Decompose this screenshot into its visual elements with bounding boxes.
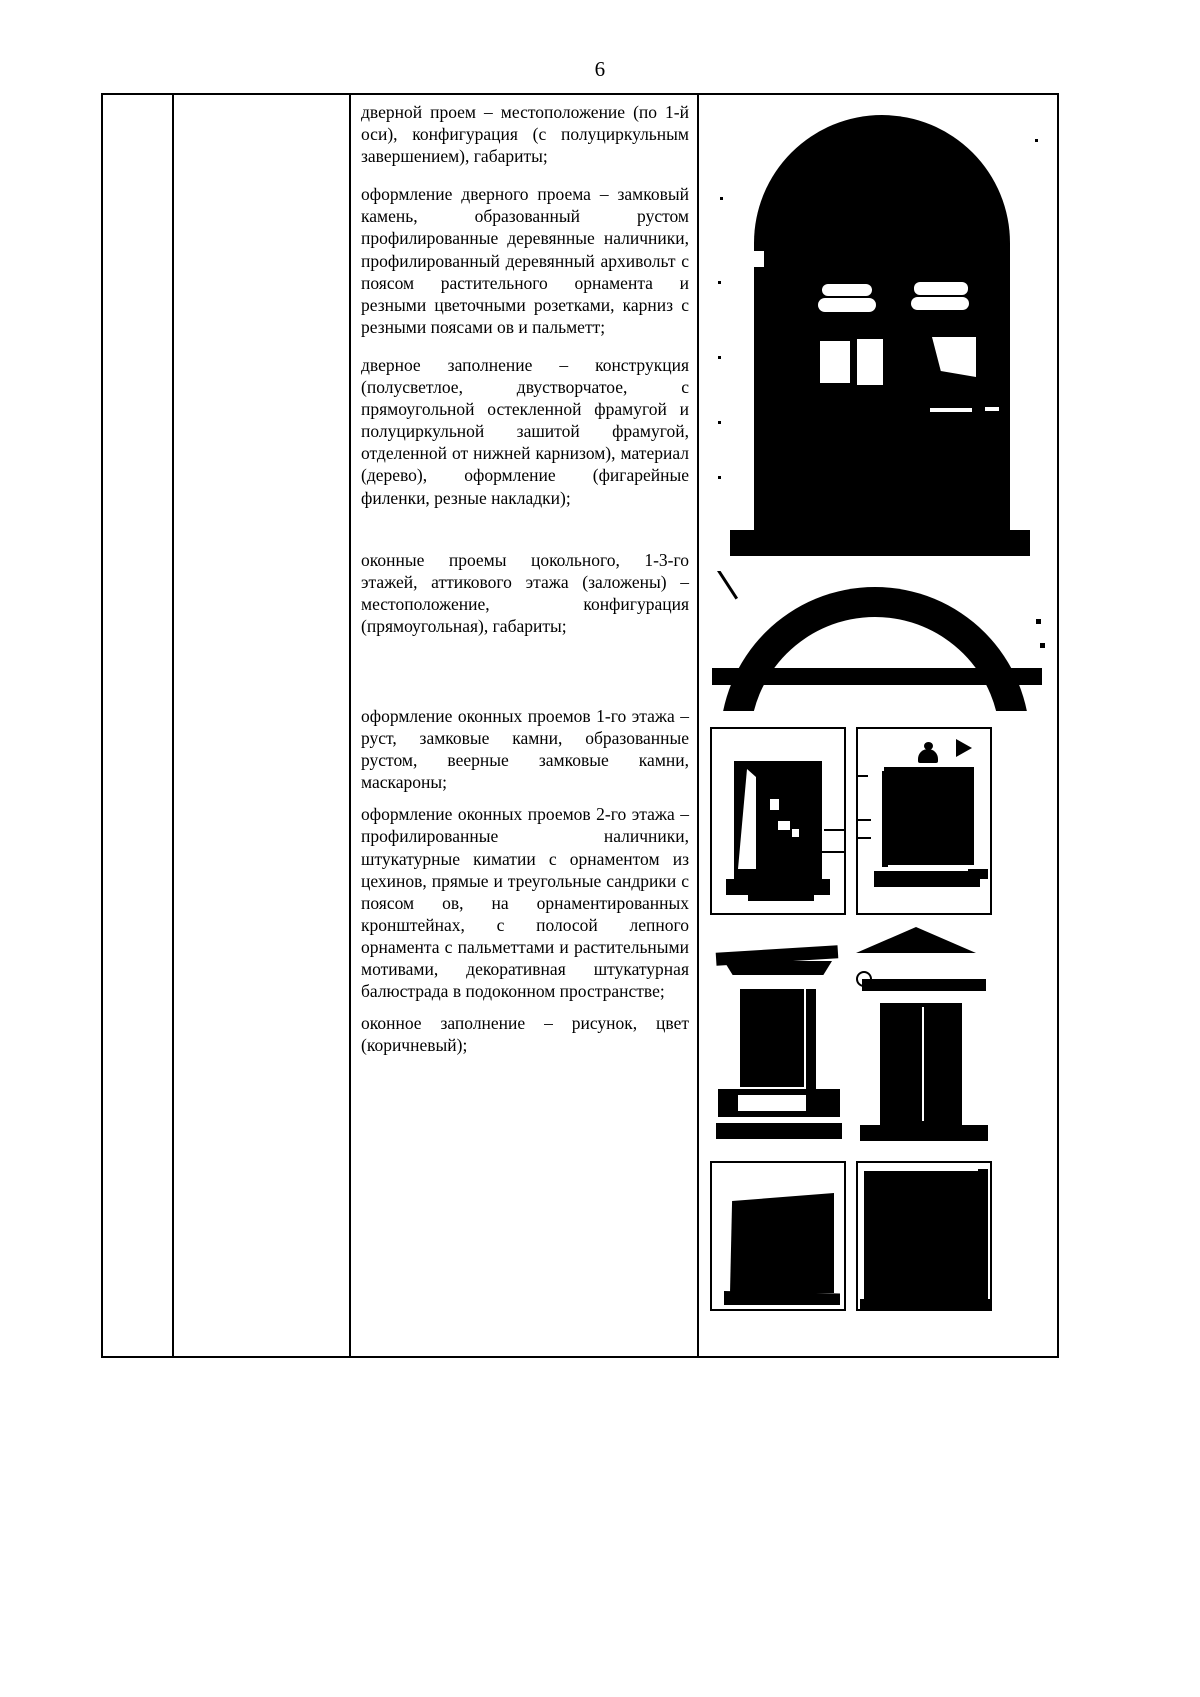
- window-rusticated-speck-3: [792, 829, 799, 837]
- shutter-right-edge: [978, 1169, 988, 1303]
- sandrik-straight-brackets: [724, 961, 832, 975]
- doorway-speck-6: [1035, 139, 1038, 142]
- photo-column: [699, 95, 1057, 1356]
- number-column: [103, 95, 174, 1356]
- sandrik-straight-balusters: [738, 1095, 806, 1111]
- pediment-base-band: [860, 1125, 988, 1141]
- photo-window-shutter-right: [856, 1161, 992, 1311]
- description-paragraph-door-filling: дверное заполнение – конструкция (полусв…: [361, 354, 689, 508]
- sandrik-straight-jamb: [806, 989, 816, 1089]
- doorway-streak-1: [930, 408, 972, 412]
- description-paragraph-door-opening: дверной проем – местоположение (по 1-й о…: [361, 102, 689, 167]
- window-rusticated-rule-1: [824, 829, 844, 831]
- window-keystone-jamb: [882, 771, 888, 867]
- shutter-right-sill: [860, 1299, 990, 1309]
- photo-arched-lunette: [702, 571, 1054, 711]
- window-keystone: [918, 749, 938, 763]
- description-paragraph-window-filling: оконное заполнение – рисунок, цвет (кори…: [361, 1013, 689, 1056]
- window-rusticated-speck-1: [770, 799, 779, 810]
- shutter-left-sill: [724, 1291, 840, 1305]
- doorway-speck-3: [718, 356, 721, 359]
- window-rusticated-rule-2: [816, 851, 844, 853]
- doorway-speck-1: [720, 197, 723, 200]
- doorway-speck-4: [718, 421, 721, 424]
- doorway-streak-2: [985, 407, 999, 411]
- description-column: дверной проем – местоположение (по 1-й о…: [351, 95, 699, 1356]
- doorway-highlight-4: [911, 297, 969, 310]
- doorway-speck-5: [718, 476, 721, 479]
- doorway-left-notch: [754, 251, 764, 267]
- pediment-window-mullion: [922, 1007, 924, 1121]
- pediment-triangle-outer: [856, 927, 976, 953]
- photo-window-triangular-pediment: [856, 927, 992, 1149]
- photo-window-rusticated: [710, 727, 846, 915]
- doorway-speck-2: [718, 281, 721, 284]
- photo-window-straight-sandrik: [710, 927, 846, 1149]
- lunette-base-band: [712, 668, 1042, 685]
- window-keystone-sill: [874, 871, 980, 887]
- shutter-left-panel: [730, 1193, 834, 1293]
- doorway-pane-1: [820, 341, 850, 383]
- description-paragraph-floor2-windows: оформление оконных проемов 2-го этажа – …: [361, 804, 689, 1002]
- specification-table: дверной проем – местоположение (по 1-й о…: [101, 93, 1059, 1358]
- description-paragraph-door-decoration: оформление дверного проема – замковый ка…: [361, 184, 689, 337]
- doorway-highlight-3: [914, 282, 968, 295]
- description-paragraph-floor1-windows: оформление оконных проемов 1-го этажа – …: [361, 705, 689, 793]
- pediment-triangle-inner: [856, 953, 952, 971]
- window-rusticated-speck-2: [778, 821, 790, 830]
- window-corner-mark: [956, 739, 972, 757]
- element-name-column: [174, 95, 351, 1356]
- photo-window-keystone-mascaron: [856, 727, 992, 915]
- sandrik-straight-base: [716, 1123, 842, 1139]
- description-paragraph-window-openings: оконные проемы цокольного, 1-3-го этажей…: [361, 549, 689, 636]
- window-keystone-tick-2: [858, 819, 871, 821]
- lunette-speck-2: [1040, 643, 1045, 648]
- window-keystone-tick-3: [858, 837, 871, 839]
- lunette-speck-1: [1036, 619, 1041, 624]
- window-keystone-tick-1: [858, 775, 868, 777]
- photo-stack: [702, 101, 1054, 1311]
- doorway-pane-2: [857, 339, 883, 385]
- pediment-window-opening: [880, 1003, 962, 1125]
- page-number: 6: [594, 57, 606, 81]
- window-rusticated-sill: [726, 879, 830, 895]
- doorway-highlight-1: [822, 284, 872, 296]
- window-keystone-frame: [884, 767, 974, 865]
- photo-window-shutter-left: [710, 1161, 846, 1311]
- sandrik-straight-opening: [740, 989, 804, 1087]
- doorway-base-plinth: [730, 530, 1030, 556]
- window-rusticated-sill-lower: [748, 893, 814, 901]
- window-keystone-fragment: [968, 869, 988, 879]
- window-photo-grid: [702, 727, 1054, 1311]
- window-mascaron: [924, 742, 933, 750]
- pediment-cornice-shelf: [862, 979, 986, 991]
- photo-arched-doorway: [702, 101, 1054, 556]
- shutter-right-panel: [864, 1171, 986, 1299]
- doorway-highlight-2: [818, 298, 876, 312]
- lunette-diagonal-mark: [717, 571, 739, 600]
- doorway-arch-shape: [754, 115, 1010, 547]
